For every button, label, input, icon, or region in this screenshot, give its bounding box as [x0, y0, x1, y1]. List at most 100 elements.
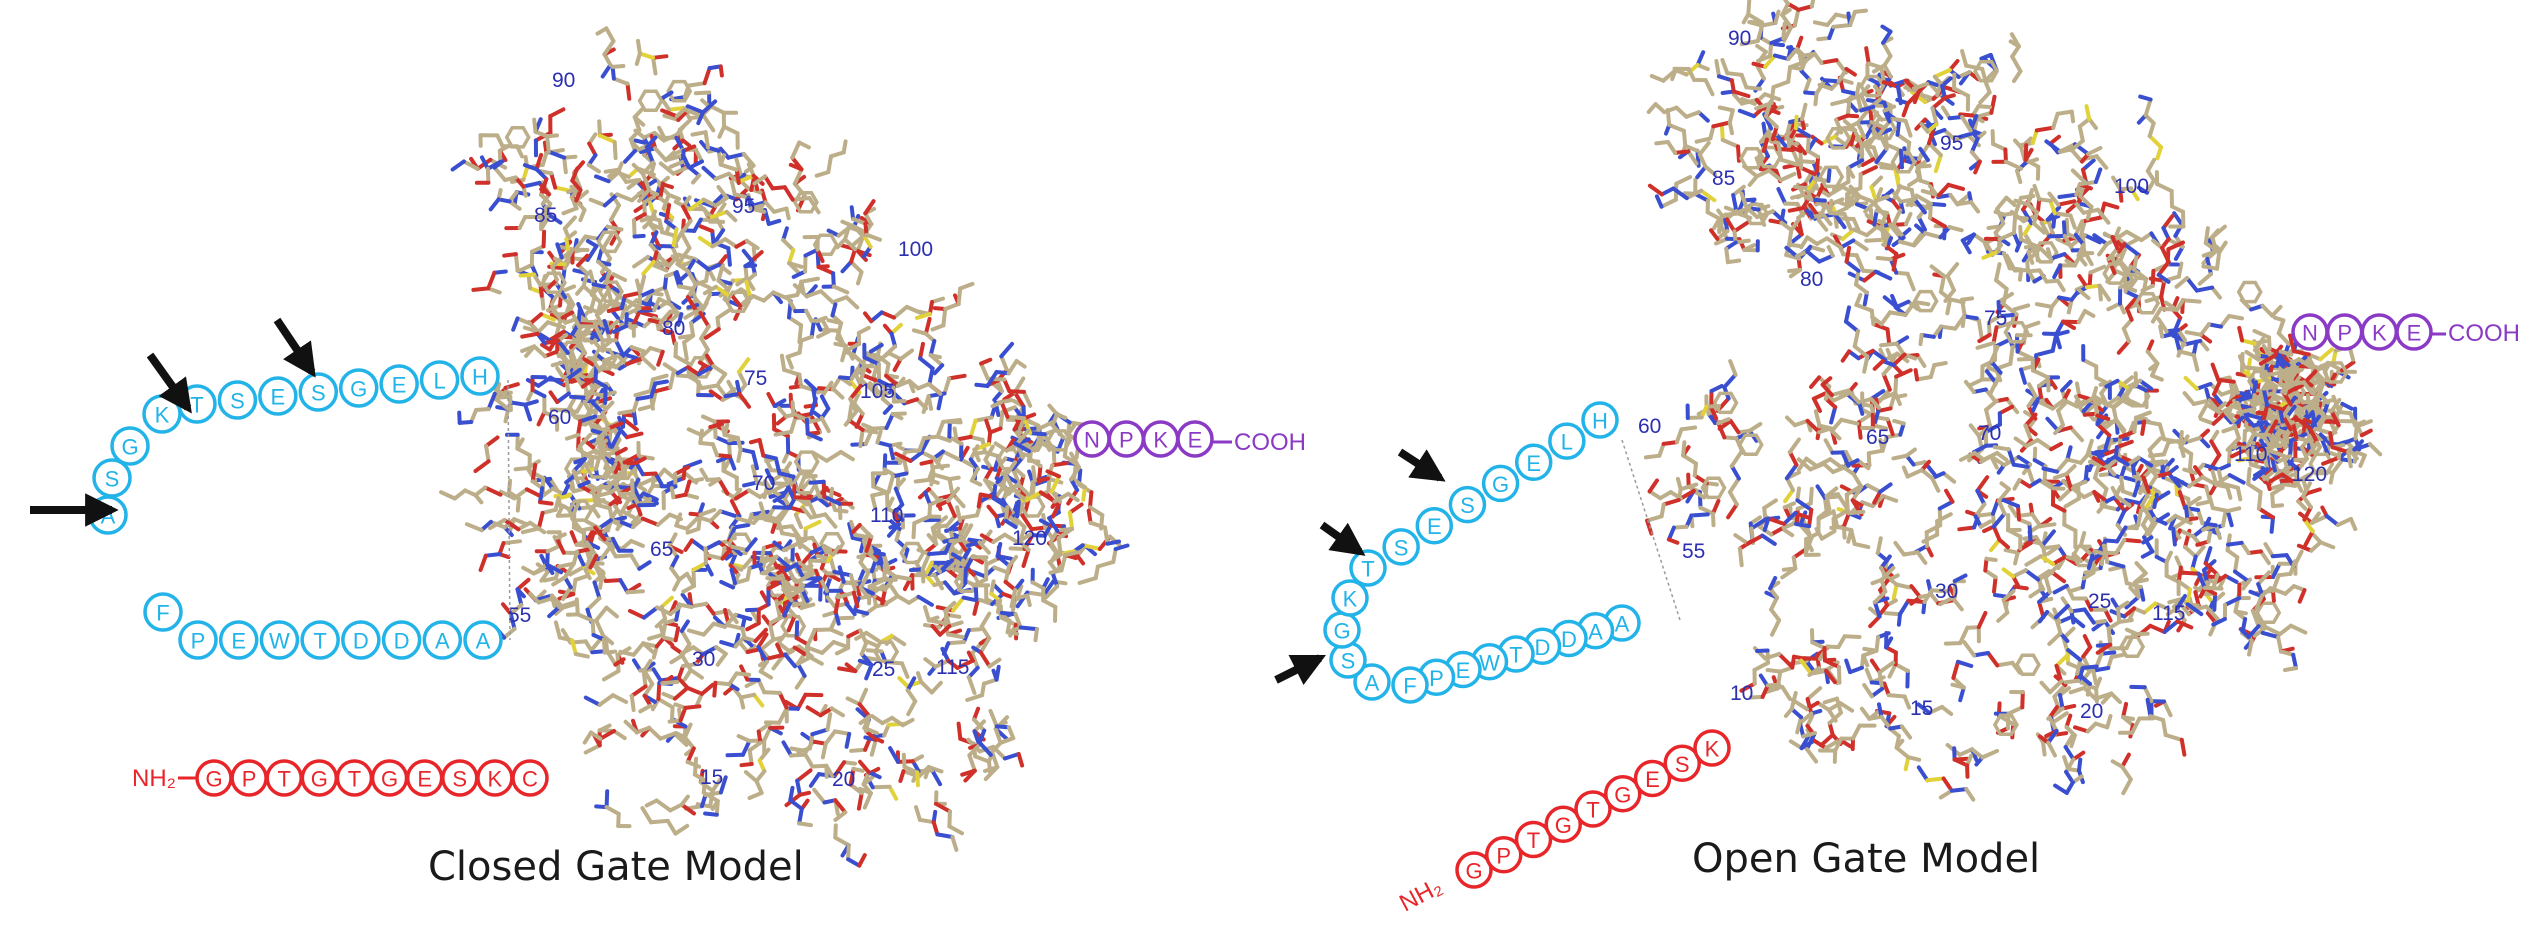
bond-stick — [1003, 518, 1018, 529]
bond-stick — [758, 501, 768, 522]
bond-stick — [2207, 493, 2215, 510]
bond-stick — [656, 697, 675, 710]
bond-stick — [756, 632, 769, 650]
bond-stick — [1894, 368, 1913, 379]
bond-stick — [699, 140, 712, 154]
bond-stick — [712, 680, 718, 698]
bond-stick — [478, 553, 488, 572]
bond-stick — [2176, 261, 2184, 279]
bond-stick — [614, 446, 628, 456]
residue-letter: A — [476, 629, 491, 654]
bond-stick — [762, 637, 776, 650]
bond-stick — [540, 342, 552, 352]
bond-stick — [573, 373, 585, 389]
bond-stick — [895, 379, 912, 388]
bond-stick — [1041, 579, 1056, 597]
bond-stick — [559, 284, 577, 294]
bond-stick — [660, 108, 679, 119]
residue-letter: P — [191, 629, 206, 654]
bond-stick — [2062, 233, 2075, 253]
position-number-label: 30 — [692, 648, 715, 671]
bond-stick — [835, 328, 846, 346]
bond-stick — [2004, 195, 2017, 207]
bond-stick — [1015, 584, 1024, 601]
bond-stick — [833, 798, 848, 815]
bond-stick — [622, 417, 639, 432]
bond-stick — [862, 725, 879, 736]
bond-stick — [799, 384, 816, 392]
bond-stick — [1792, 418, 1810, 428]
bond-stick — [647, 632, 666, 641]
bond-stick — [613, 553, 634, 559]
bond-stick — [571, 549, 579, 566]
bond-stick — [803, 752, 815, 769]
bond-stick — [928, 353, 945, 368]
bond-stick — [629, 345, 646, 353]
bond-stick — [890, 715, 905, 728]
bond-stick — [900, 717, 915, 728]
bond-stick — [898, 769, 906, 783]
bond-stick — [2141, 463, 2158, 480]
bond-stick — [550, 359, 568, 368]
bond-stick — [1996, 291, 2014, 304]
bond-stick — [1915, 164, 1921, 181]
aromatic-ring — [2308, 452, 2335, 476]
bond-stick — [631, 408, 638, 426]
bond-stick — [2153, 601, 2171, 611]
bond-stick — [849, 573, 858, 593]
residue-letter: P — [1119, 428, 1134, 453]
residue-letter: E — [271, 385, 286, 410]
bond-stick — [710, 777, 723, 793]
bond-stick — [828, 627, 844, 637]
position-number-label: 80 — [662, 317, 685, 340]
bond-stick — [1012, 441, 1032, 454]
bond-stick — [1919, 333, 1936, 339]
bond-stick — [720, 544, 735, 561]
bond-stick — [564, 377, 571, 396]
bond-stick — [1994, 278, 2009, 291]
bond-stick — [600, 410, 611, 431]
bond-stick — [2028, 587, 2043, 599]
aromatic-ring — [812, 233, 839, 256]
bond-stick — [576, 419, 583, 437]
bond-stick — [597, 723, 612, 733]
bond-stick — [763, 517, 781, 525]
bond-stick — [1881, 29, 1893, 45]
bond-stick — [680, 592, 694, 609]
bond-stick — [824, 763, 835, 778]
bond-stick — [699, 383, 720, 391]
bond-stick — [1991, 498, 2000, 516]
bond-stick — [1782, 501, 1796, 510]
bond-stick — [991, 532, 1007, 544]
bond-stick — [2082, 233, 2102, 245]
bond-stick — [1027, 441, 1044, 454]
bond-stick — [2047, 376, 2058, 390]
bond-stick — [1111, 547, 1118, 564]
bond-stick — [1728, 359, 1738, 377]
bond-stick — [1071, 477, 1087, 490]
bond-stick — [1860, 157, 1876, 167]
bond-stick — [701, 790, 720, 804]
bond-stick — [927, 550, 948, 556]
bond-stick — [1047, 516, 1060, 533]
bond-stick — [679, 218, 693, 236]
bond-stick — [1928, 363, 1937, 379]
bond-stick — [1929, 588, 1950, 594]
bond-stick — [1846, 158, 1865, 170]
bond-stick — [592, 562, 603, 578]
bond-stick — [772, 505, 792, 510]
bond-stick — [538, 486, 545, 505]
bond-stick — [863, 199, 876, 216]
bond-stick — [640, 471, 658, 477]
bond-stick — [2112, 496, 2127, 513]
residue-letter: S — [230, 389, 245, 414]
bond-stick — [2213, 523, 2222, 540]
bond-stick — [1809, 197, 1827, 203]
aromatic-ring — [791, 471, 819, 495]
bond-stick — [794, 673, 807, 690]
bond-stick — [711, 364, 728, 376]
bond-stick — [1047, 552, 1063, 565]
bond-stick — [675, 262, 690, 273]
bond-stick — [2001, 498, 2020, 509]
